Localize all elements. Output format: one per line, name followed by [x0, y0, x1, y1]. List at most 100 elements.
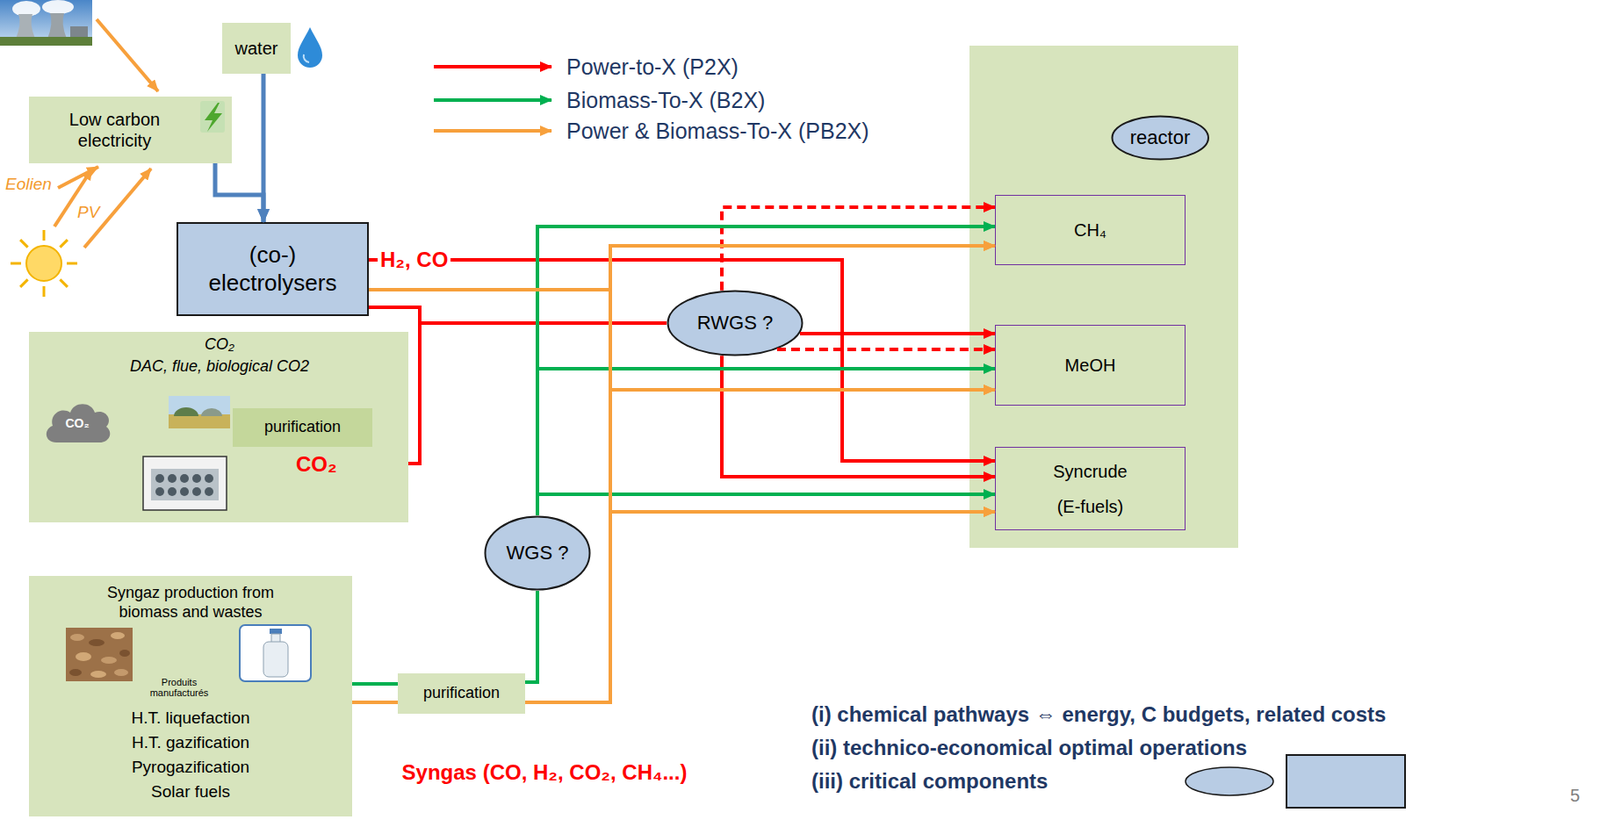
connector	[525, 590, 538, 683]
reactor-panel: reactorCH₄ MeOH Syncrude (E-fuels)	[969, 45, 1239, 548]
legend-arrow	[433, 98, 552, 102]
connector	[525, 389, 995, 703]
cooling-tower	[15, 14, 36, 39]
photo-sky	[0, 0, 93, 46]
node-text: (E-fuels)	[1057, 496, 1125, 518]
sun-ray	[59, 279, 68, 288]
connector	[352, 700, 398, 705]
sun-ray	[10, 262, 22, 266]
dac-building	[151, 468, 219, 501]
process-ellipse: RWGS ?	[666, 289, 804, 357]
node-text: Produits manufacturés	[139, 677, 219, 699]
photo-frame	[239, 625, 311, 682]
ellipse-shape	[1111, 116, 1208, 160]
water-drop	[297, 27, 323, 68]
dac-fan	[204, 487, 214, 497]
flow-label: Syngas (CO, H₂, CO₂, CH₄...)	[402, 760, 688, 786]
connector	[777, 347, 995, 352]
node-text: Syngaz production from biomass and waste…	[85, 583, 296, 622]
dac-fan	[192, 487, 202, 497]
wood-chips-photo	[65, 627, 133, 682]
text-holder: Syngaz production from biomass and waste…	[85, 583, 296, 622]
dac-fan	[180, 487, 189, 497]
biogas-photo	[168, 396, 231, 429]
label-holder: PV	[77, 202, 100, 224]
wood-chip	[70, 634, 85, 642]
label-holder: Syngas (CO, H₂, CO₂, CH₄...)	[402, 760, 688, 786]
photo-field	[168, 414, 231, 429]
photo-ground	[65, 627, 133, 682]
input-box: water	[222, 22, 291, 74]
note-text: (i) chemical pathways ⇔ energy, C budget…	[811, 702, 1386, 728]
sun-ray	[43, 230, 46, 241]
wood-chip	[69, 669, 82, 677]
connector	[215, 163, 264, 223]
connector	[721, 355, 995, 477]
node-text: Solar fuels	[151, 782, 231, 803]
dac-fan	[155, 487, 165, 497]
connector	[352, 682, 398, 686]
component-box-sample	[1286, 755, 1406, 808]
text-holder: reactor	[1110, 115, 1210, 161]
connector	[721, 207, 995, 291]
digester-dome	[201, 408, 223, 417]
text-holder: Produits manufacturés	[139, 677, 219, 699]
connector	[537, 226, 995, 516]
legend-text: Power-to-X (P2X)	[566, 53, 739, 80]
wood-chip	[75, 652, 92, 662]
node-text: H.T. liquefaction	[130, 708, 250, 729]
note-text: (iii) critical components	[811, 769, 1048, 795]
digester-dome	[173, 407, 199, 417]
source-label: Eolien	[5, 174, 52, 195]
node-text: RWGS ?	[697, 311, 773, 335]
label-holder: (i) chemical pathways ⇔ energy, C budget…	[811, 702, 1386, 728]
photo-sky	[168, 396, 231, 429]
wood-chip	[110, 632, 125, 640]
node-text: CO₂	[64, 416, 89, 432]
note-text: (ii) technico-economical optimal operati…	[811, 735, 1247, 762]
node-text: (co-) electrolysers	[185, 241, 361, 296]
text-holder: Solar fuels	[151, 782, 231, 803]
node-text: DAC, flue, biological CO2	[87, 357, 352, 377]
node-text: water	[235, 37, 279, 59]
wood-chip	[100, 656, 117, 664]
label-holder: Eolien	[5, 174, 52, 195]
edge-label: H₂, CO	[377, 247, 451, 274]
connector	[368, 289, 995, 512]
label-holder: (ii) technico-economical optimal operati…	[811, 735, 1247, 762]
lightning-icon	[200, 100, 225, 133]
legend-text: Power & Biomass-To-X (PB2X)	[566, 117, 870, 145]
component-ellipse-sample	[1185, 767, 1274, 796]
flow-label: CO₂	[295, 452, 338, 478]
legend-arrow	[433, 64, 552, 69]
sun-disc	[26, 245, 62, 282]
bottle-photo	[239, 625, 311, 682]
product-box: Syncrude (E-fuels)	[994, 446, 1186, 531]
bottle-body	[263, 641, 289, 678]
connector	[368, 245, 995, 290]
power-plant-photo	[0, 0, 93, 46]
product-box: CH₄	[994, 194, 1186, 266]
co2-cloud: CO₂	[40, 396, 115, 450]
purification-box: purification	[232, 408, 373, 447]
dac-fan	[167, 474, 177, 483]
node-text: H.T. gazification	[131, 733, 250, 754]
product-box: MeOH	[994, 324, 1186, 406]
node-text: purification	[264, 418, 341, 438]
connector	[525, 511, 995, 703]
purification-box: purification	[397, 673, 526, 714]
node-text: Syncrude	[1052, 461, 1128, 483]
wood-chip	[114, 669, 129, 677]
sun-ray	[43, 286, 46, 297]
text-holder: H.T. liquefaction	[130, 708, 250, 729]
legend-holder: Power-to-X (P2X)	[566, 53, 739, 80]
text-holder: Pyrogazification	[131, 757, 250, 779]
source-panel: Syngaz production from biomass and waste…	[28, 576, 353, 817]
wood-chip	[88, 639, 105, 647]
dac-fan	[180, 474, 189, 483]
ellipse-shape	[485, 517, 591, 591]
steam	[42, 0, 74, 15]
bottle-cap	[269, 628, 282, 635]
